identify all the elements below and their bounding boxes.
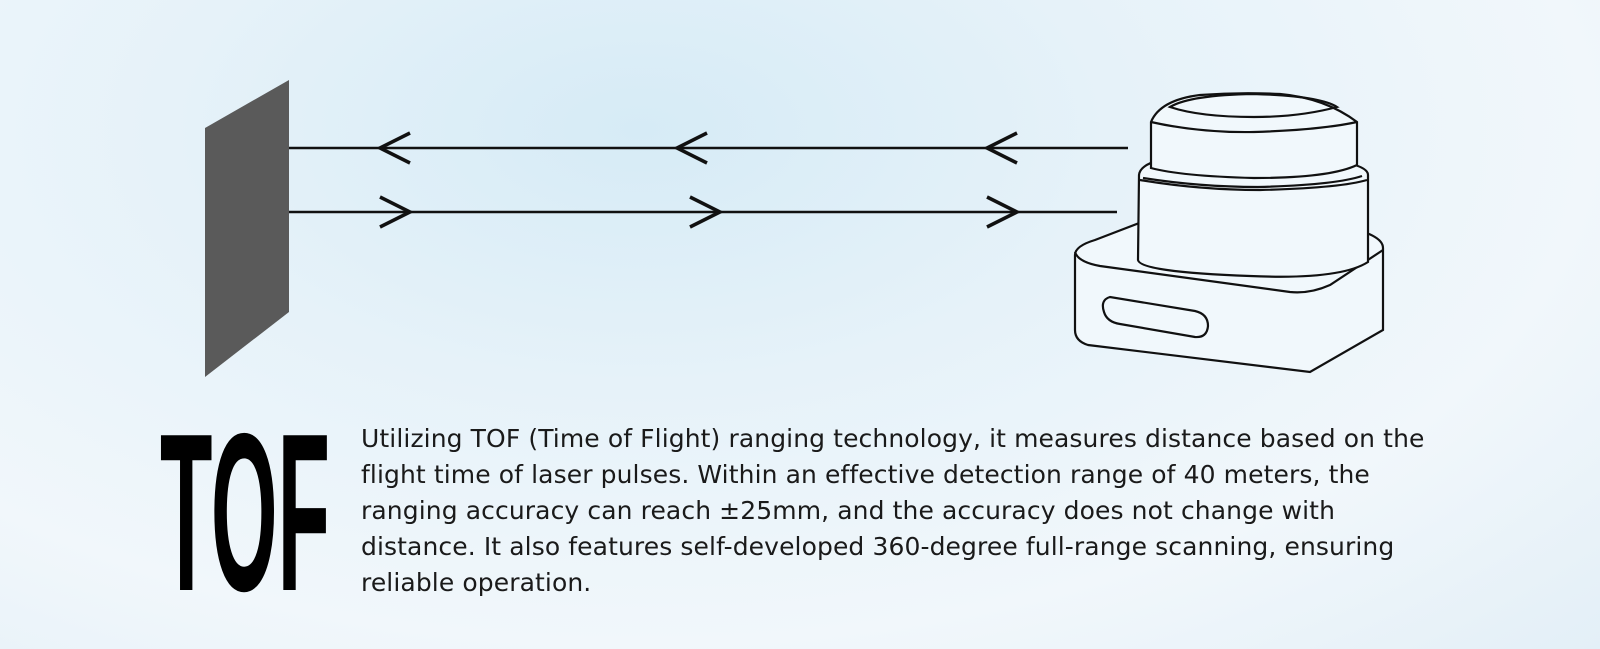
chevron-right-icon <box>379 195 414 229</box>
chevron-right-icon <box>689 195 724 229</box>
description-text: Utilizing TOF (Time of Flight) ranging t… <box>361 424 1425 597</box>
chevron-left-icon <box>983 131 1018 165</box>
tof-diagram <box>205 80 1385 377</box>
chevron-left-icon <box>376 131 411 165</box>
lidar-sensor <box>1073 92 1385 374</box>
return-beam <box>289 131 1128 165</box>
chevron-right-icon <box>986 195 1021 229</box>
chevron-left-icon <box>673 131 708 165</box>
target-panel <box>205 80 289 377</box>
tof-heading: TOF <box>160 420 330 595</box>
emitted-beam <box>289 195 1117 229</box>
tof-heading-text: TOF <box>160 420 330 595</box>
